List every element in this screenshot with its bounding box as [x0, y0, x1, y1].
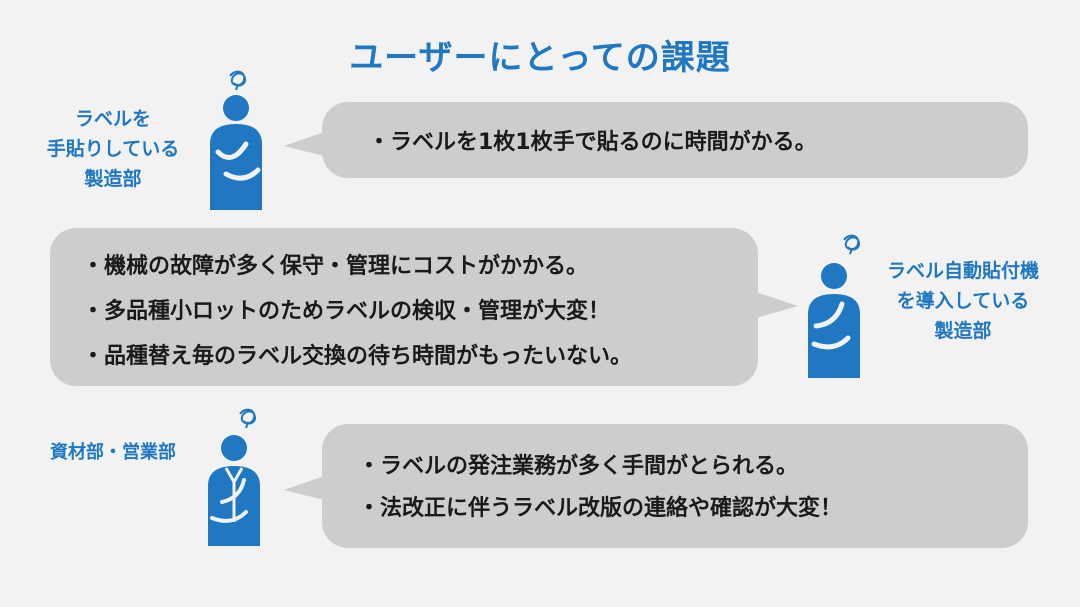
user-label-materials-sales: 資材部・営業部: [28, 438, 198, 468]
confused-scribble-icon: [239, 408, 257, 429]
label-line: ラベル自動貼付機: [886, 260, 1039, 282]
label-line: ラベルを: [74, 108, 151, 130]
bullet-item: ・機械の故障が多く保守・管理にコストがかかる。: [82, 254, 589, 279]
bullet-item: ・品種替え毎のラベル交換の待ち時間がもったいない。: [82, 344, 633, 369]
bullet-item: ・ラベルを1枚1枚手で貼るのに時間がかる。: [368, 130, 817, 155]
label-line: 資材部・営業部: [50, 442, 176, 463]
bullet-list: ・ラベルの発注業務が多く手間がとられる。 ・法改正に伴うラベル改版の連絡や確認が…: [322, 424, 1028, 530]
slide-title: ユーザーにとっての課題: [349, 38, 731, 78]
bubble-tail: [284, 132, 324, 156]
label-line: を導入している: [896, 290, 1030, 312]
label-line: 製造部: [84, 168, 142, 190]
bullet-item: ・多品種小ロットのためラベルの検収・管理が大変！: [82, 299, 611, 324]
thinking-businessman-icon: [208, 408, 260, 546]
bubble-tail: [284, 476, 324, 500]
confused-scribble-icon: [229, 70, 247, 91]
user-label-manual: ラベルを 手貼りしている 製造部: [28, 104, 198, 194]
speech-bubble-materials-sales: ・ラベルの発注業務が多く手間がとられる。 ・法改正に伴うラベル改版の連絡や確認が…: [284, 424, 1028, 548]
speech-bubble-manual: ・ラベルを1枚1枚手で貼るのに時間がかる。: [284, 102, 1028, 178]
bullet-list: ・ラベルを1枚1枚手で貼るのに時間がかる。: [322, 102, 1028, 156]
bullet-item: ・法改正に伴うラベル改版の連絡や確認が大変！: [358, 496, 843, 521]
speech-bubble-auto: ・機械の故障が多く保守・管理にコストがかかる。 ・多品種小ロットのためラベルの検…: [50, 228, 798, 386]
thinking-worker-icon: [210, 70, 262, 210]
bullet-item: ・ラベルの発注業務が多く手間がとられる。: [358, 454, 799, 479]
thinking-worker-icon: [808, 234, 861, 378]
confused-scribble-icon: [843, 234, 861, 255]
label-line: 製造部: [934, 320, 992, 342]
bullet-list: ・機械の故障が多く保守・管理にコストがかかる。 ・多品種小ロットのためラベルの検…: [50, 228, 758, 379]
user-label-auto: ラベル自動貼付機 を導入している 製造部: [860, 256, 1066, 346]
label-line: 手貼りしている: [46, 138, 180, 160]
bubble-tail: [756, 292, 798, 318]
